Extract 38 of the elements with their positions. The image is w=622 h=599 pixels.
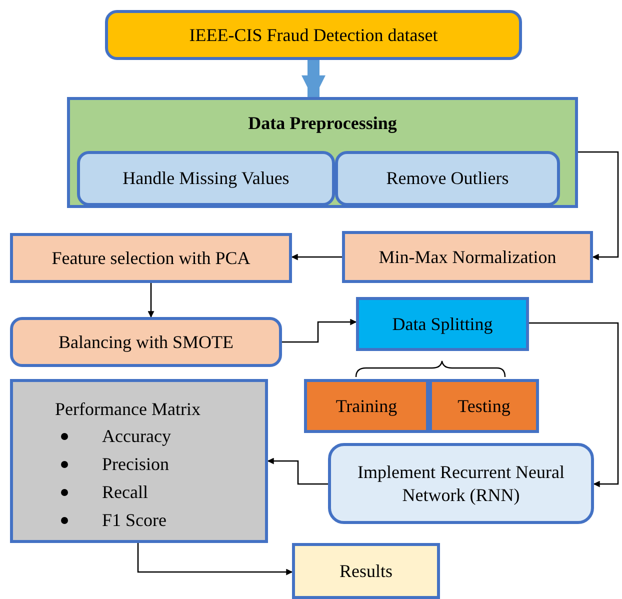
dataset-box	[105, 10, 522, 60]
node-text: Remove Outliers	[386, 167, 509, 190]
arrow	[137, 543, 293, 576]
node-text: IEEE-CIS Fraud Detection dataset	[189, 24, 438, 46]
process-box	[10, 317, 282, 367]
split-box	[304, 379, 429, 433]
node-text: Min-Max Normalization	[378, 246, 556, 268]
node-text: Data Splitting	[392, 312, 493, 336]
arrow	[267, 458, 328, 485]
arrow	[148, 283, 154, 318]
node-text: Testing	[458, 394, 510, 418]
process-box	[335, 151, 560, 206]
metric-text: Recall	[102, 481, 148, 504]
node-text: Implement Recurrent Neural Network (RNN)	[356, 460, 566, 506]
metric-text: Precision	[102, 453, 169, 476]
arrow	[578, 151, 619, 260]
node-text: Performance Matrix	[55, 398, 200, 421]
process-box	[10, 233, 292, 283]
process-box	[77, 151, 335, 206]
split-box	[429, 379, 539, 433]
block-arrow	[302, 60, 326, 100]
result-box	[292, 543, 440, 599]
node-text: Balancing with SMOTE	[58, 330, 234, 354]
preprocessing-group	[67, 97, 578, 208]
group-title: Data Preprocessing	[248, 112, 397, 135]
arrow	[529, 322, 619, 488]
node-text: Results	[339, 560, 392, 582]
metrics-box	[10, 379, 268, 543]
metric-text: F1 Score	[102, 509, 166, 532]
process-box	[342, 231, 593, 283]
node-text: Feature selection with PCA	[52, 246, 250, 270]
metric-text: Accuracy	[102, 425, 171, 448]
process-box	[356, 297, 529, 351]
node-text: Training	[336, 394, 398, 418]
arrow	[291, 254, 342, 260]
process-box	[328, 443, 594, 524]
arrow	[282, 318, 357, 343]
node-text: Handle Missing Values	[122, 167, 290, 190]
